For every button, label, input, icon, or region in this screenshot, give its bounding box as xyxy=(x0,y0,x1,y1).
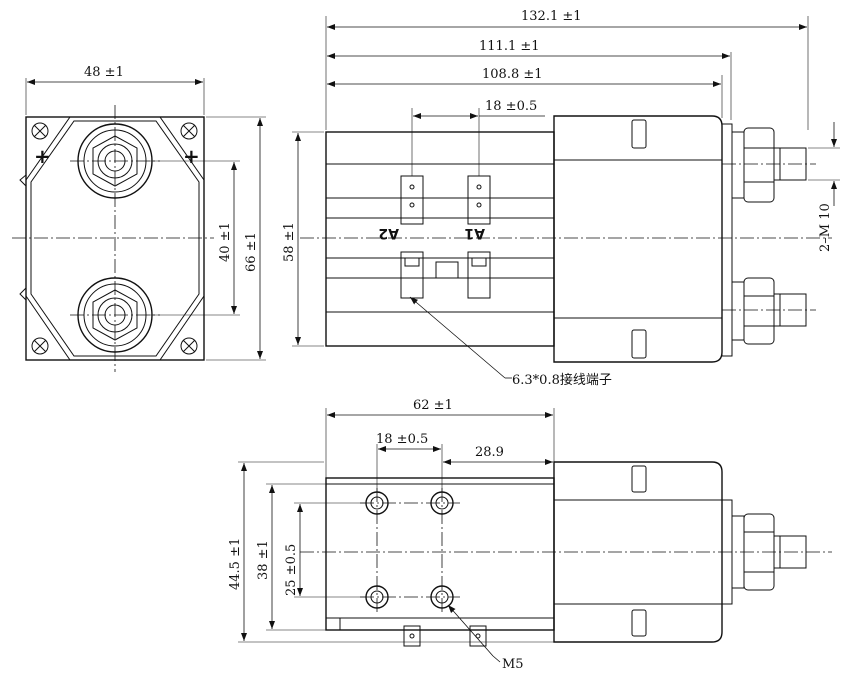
mount-hole-icon xyxy=(365,491,454,609)
dim-hole-spacing: 40 ±1 xyxy=(218,222,233,262)
dim-overall-length: 132.1 ±1 xyxy=(521,9,582,24)
label-a1: A1 xyxy=(464,225,485,241)
dim-height-1: 44.5 ±1 xyxy=(228,538,243,590)
terminal-a1 xyxy=(467,175,491,299)
side-view: 132.1 ±1 111.1 ±1 108.8 ±1 xyxy=(282,9,840,388)
stud-upper-icon xyxy=(731,127,807,203)
dim-offset: 28.9 xyxy=(475,445,504,460)
top-coil-housing xyxy=(553,461,723,643)
stud-lower-icon xyxy=(731,277,807,345)
screw-icon xyxy=(31,122,198,355)
dim-length-2: 111.1 ±1 xyxy=(479,39,540,54)
plus-sign-left: + xyxy=(34,144,51,168)
dim-height-3: 25 ±0.5 xyxy=(284,544,299,596)
dim-top-width: 48 ±1 xyxy=(84,65,124,80)
plus-sign-right: + xyxy=(183,144,200,168)
note-terminal: 6.3*0.8接线端子 xyxy=(512,372,612,388)
terminal-a2 xyxy=(400,175,424,299)
dim-body-height: 58 ±1 xyxy=(282,222,297,262)
note-m5: M5 xyxy=(502,657,524,672)
dim-top-height: 66 ±1 xyxy=(244,232,259,272)
dim-terminal-spacing: 18 ±0.5 xyxy=(485,99,537,114)
dim-body-length: 62 ±1 xyxy=(413,398,453,413)
hex-cover xyxy=(25,116,205,361)
label-a2: A2 xyxy=(378,225,399,241)
end-view: + + 48 ±1 40 ±1 xyxy=(12,65,266,372)
dim-hole-spacing-x: 18 ±0.5 xyxy=(376,432,428,447)
coil-housing xyxy=(553,115,723,363)
dim-height-2: 38 ±1 xyxy=(256,540,271,580)
dim-length-3: 108.8 ±1 xyxy=(482,67,543,82)
dim-thread: 2–M 10 xyxy=(818,203,833,252)
top-view: 62 ±1 18 ±0.5 28.9 xyxy=(228,398,832,672)
